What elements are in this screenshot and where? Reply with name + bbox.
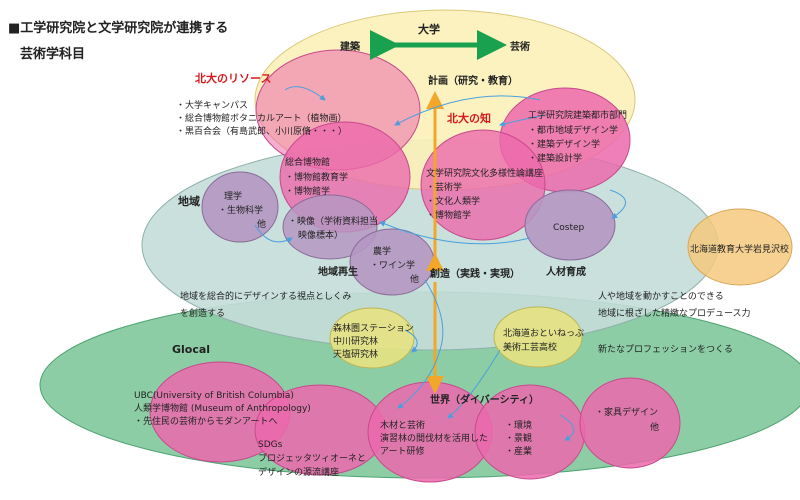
agri-line: ・ワイン学: [370, 259, 415, 271]
iwamizawa-label: 北海道教育大学岩見沢校: [690, 243, 789, 255]
region-revival-label: 地域再生: [318, 265, 358, 278]
costep-ellipse: [524, 189, 616, 261]
region-label: 地域: [178, 194, 200, 208]
museum-line: ・博物館学: [285, 185, 330, 197]
env-line: ・景観: [505, 432, 532, 444]
hr-development-label: 人材育成: [546, 265, 586, 278]
env-line: ・環境: [505, 419, 532, 431]
eng-line: ・建築設計学: [528, 152, 582, 164]
costep-label: Costep: [553, 223, 585, 233]
lit-line: 文学研究院文化多様性論講座: [426, 167, 543, 179]
furniture-ellipse: [579, 377, 681, 469]
ubc-line: UBC(University of British Columbia): [134, 391, 294, 401]
eng-line: ・都市地域デザイン学: [528, 124, 618, 136]
region-left-line: を創造する: [180, 307, 225, 319]
forest-ellipse: [329, 307, 415, 369]
connector-resources: [284, 86, 326, 101]
science-line: 理学: [224, 190, 242, 202]
sdgs-line: デザインの源流講座: [258, 466, 339, 478]
art-label: 芸術: [510, 40, 530, 53]
wood-line: アート研修: [380, 445, 424, 457]
sdgs-line: SDGs: [258, 440, 283, 450]
sdgs-line: プロジェッタツィオーネと: [258, 453, 366, 464]
axis-planning-label: 計画（研究・教育）: [428, 74, 518, 87]
forest-line: 中川研究林: [333, 335, 378, 347]
otoineppu-line: 美術工芸高校: [503, 341, 557, 353]
connector-eng-knowledge: [499, 114, 546, 127]
glocal-label: Glocal: [172, 343, 210, 356]
lit-line: ・博物館学: [426, 209, 471, 221]
connector-env: [559, 414, 575, 441]
knowledge-title: 北大の知: [447, 111, 491, 125]
furniture-line: 他: [650, 421, 659, 433]
science-line: ・生物科学: [218, 204, 263, 216]
ubc-line: ・先住民の芸術からモダンアートへ: [134, 415, 277, 427]
museum-line: ・博物館教育学: [285, 171, 348, 183]
diagram-title-line1: ■工学研究院と文学研究院が連携する: [8, 20, 228, 36]
lit-line: ・文化人類学: [426, 195, 480, 207]
resources-item: ・大学キャンパス: [176, 99, 248, 111]
forest-line: 天塩研究林: [333, 348, 378, 360]
diagram-title-line2: 芸術学科目: [20, 46, 85, 62]
literature-ellipse: [420, 129, 546, 241]
wood-line: 演習林の間伐材を活用した: [380, 432, 488, 444]
env-line: ・産業: [505, 445, 532, 457]
resources-item: ・総合博物館ボタニカルアート（植物画）: [176, 112, 346, 124]
connector-otoineppu-wood: [447, 349, 501, 419]
connector-science-video: [254, 224, 293, 244]
furniture-line: ・家具デザイン: [595, 406, 658, 418]
connector-costep-video: [379, 221, 531, 245]
forest-line: 森林圏ステーション: [333, 322, 414, 334]
wood-line: 木材と芸術: [380, 419, 425, 431]
resources-title: 北大のリソース: [195, 71, 271, 85]
axis-creation-label: 創造（実践・実現）: [429, 267, 520, 280]
connector-costep: [609, 189, 626, 219]
agri-line: 農学: [373, 245, 391, 257]
agri-line: 他: [410, 273, 419, 285]
museum-line: 総合博物館: [285, 156, 330, 168]
science-line: 他: [257, 218, 266, 230]
eng-line: 工学研究院建築都市部門: [528, 109, 627, 121]
region-left-line: 地域を総合的にデザインする視点としくみ: [180, 290, 351, 302]
connector-forest: [404, 329, 418, 353]
lit-line: ・芸術学: [426, 181, 462, 193]
otoineppu-line: 北海道おといねっぷ: [503, 327, 584, 339]
connector-agri-wood: [397, 279, 444, 409]
ubc-line: 人類学博物館 (Museum of Anthropology): [134, 402, 311, 414]
region-right-line: 地域に根ざした精緻なプロデュース力: [598, 307, 751, 319]
science-ellipse: [201, 171, 279, 243]
university-label: 大学: [418, 22, 440, 36]
resources-item: ・黒百合会（有島武郎、小川原脩・・・）: [176, 125, 347, 137]
video-line: ・映像（学術資料担当: [288, 215, 378, 227]
video-line: 映像標本）: [298, 229, 343, 241]
connector-eng-resources: [394, 95, 541, 126]
otoineppu-ellipse: [493, 306, 583, 368]
axis-world-label: 世界（ダイバーシティ）: [430, 393, 539, 406]
iwamizawa-ellipse: [687, 208, 793, 286]
profession-label: 新たなプロフェッションをつくる: [598, 343, 733, 355]
video-ellipse: [282, 194, 378, 260]
architecture-label: 建築: [339, 40, 361, 53]
eng-line: ・建築デザイン学: [528, 138, 600, 150]
region-right-line: 人や地域を動かすことのできる: [598, 290, 724, 302]
